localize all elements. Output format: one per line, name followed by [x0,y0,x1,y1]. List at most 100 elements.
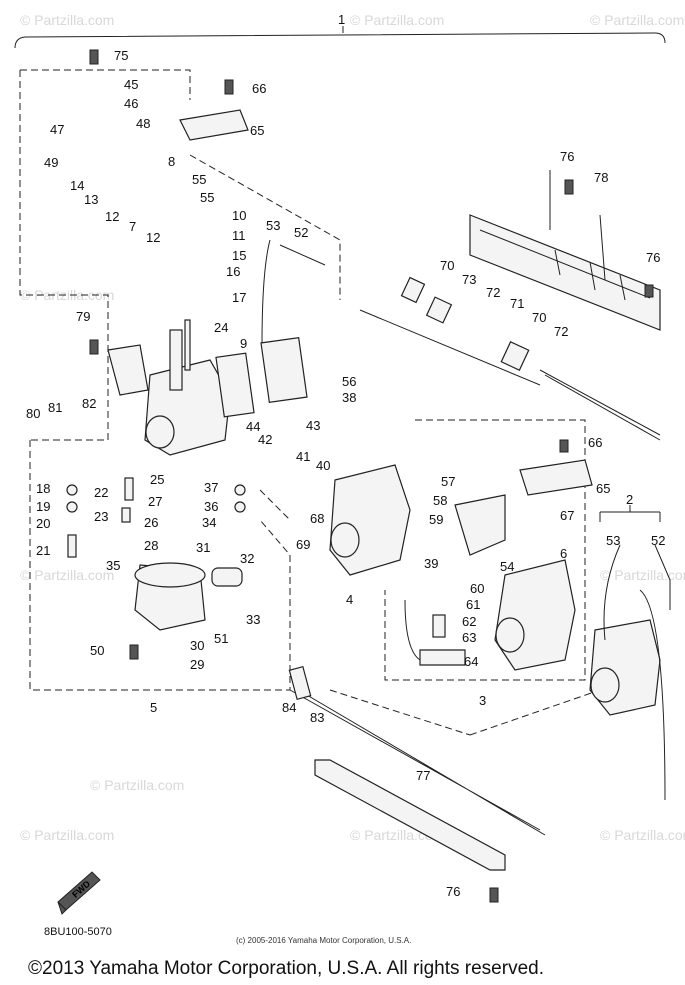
watermark: © Partzilla.com [20,567,114,583]
gasket [215,352,255,418]
part-label: 21 [36,543,50,558]
part-label: 48 [136,116,150,131]
part-label: 30 [190,638,204,653]
vacuum-hose [261,239,271,346]
part-label: 12 [146,230,160,245]
part-label: 75 [114,48,128,63]
watermark: © Partzilla.com [20,12,114,28]
part-label: 45 [124,77,138,92]
part-label: 20 [36,516,50,531]
part-label: 51 [214,631,228,646]
part-label: 83 [310,710,324,725]
forward-direction-badge: FWD [57,871,101,915]
part-label: 19 [36,499,50,514]
part-label: 7 [129,219,136,234]
part-label: 76 [646,250,660,265]
o-ring [66,484,78,496]
part-label: 47 [50,122,64,137]
watermark: © Partzilla.com [600,567,685,583]
part-label: 52 [294,225,308,240]
leader-line [189,154,341,300]
part-label: 76 [560,149,574,164]
part-label: 38 [342,390,356,405]
part-label: 72 [554,324,568,339]
part-label: 34 [202,515,216,530]
part-label: 22 [94,485,108,500]
part-label: 33 [246,612,260,627]
part-label: 29 [190,657,204,672]
copyright-footer: ©2013 Yamaha Motor Corporation, U.S.A. A… [28,958,544,979]
part-label: 69 [296,537,310,552]
throttle-cable [404,599,421,661]
part-label: 44 [246,419,260,434]
part-label: 70 [532,310,546,325]
part-label: 37 [204,480,218,495]
carburetor-center [329,464,411,576]
part-label: 49 [44,155,58,170]
part-label: 17 [232,290,246,305]
part-label: 32 [240,551,254,566]
part-label: 57 [441,474,455,489]
watermark: © Partzilla.com [20,287,114,303]
part-label: 65 [596,481,610,496]
part-label: 53 [606,533,620,548]
part-label: 9 [240,336,247,351]
pilot-jet [67,534,77,558]
leader-line [259,489,291,521]
carburetor-right [494,559,576,671]
part-label: 25 [150,472,164,487]
spring [432,614,446,638]
part-label: 55 [200,190,214,205]
choke-plunger-set [359,276,541,386]
part-label: 3 [479,693,486,708]
part-label: 65 [250,123,264,138]
part-label: 53 [266,218,280,233]
part-label: 60 [470,581,484,596]
part-label: 81 [48,400,62,415]
screw [644,284,654,298]
part-label: 36 [204,499,218,514]
part-label: 1 [338,12,345,27]
assembly-bracket [14,32,666,49]
part-label: 66 [252,81,266,96]
part-label: 16 [226,264,240,279]
part-label: 46 [124,96,138,111]
part-label: 11 [232,228,246,243]
screw [89,339,99,355]
float [211,567,243,587]
linkage-rod [289,369,661,836]
bracket [107,344,149,396]
diaphragm-cover [260,336,308,404]
part-label: 77 [416,768,430,783]
part-label: 24 [214,320,228,335]
copyright-small: (c) 2005-2016 Yamaha Motor Corporation, … [236,936,411,945]
part-label: 26 [144,515,158,530]
watermark: © Partzilla.com [350,12,444,28]
float-bowl [134,562,206,631]
main-jet [121,507,131,523]
part-label: 43 [306,418,320,433]
part-label: 13 [84,192,98,207]
part-label: 6 [560,546,567,561]
part-label: 41 [296,449,310,464]
carburetor-left [144,329,231,456]
top-cap [179,109,249,141]
diagram-code: 8BU100-5070 [44,926,112,938]
vacuum-hose [279,244,326,266]
watermark: © Partzilla.com [90,777,184,793]
part-label: 28 [144,538,158,553]
part-label: 70 [440,258,454,273]
screw [129,644,139,660]
fuel-rail-assembly [469,170,661,331]
top-cap [519,459,593,496]
leader-line [469,689,601,736]
part-label: 52 [651,533,665,548]
screw [89,49,99,65]
part-label: 39 [424,556,438,571]
part-label: 56 [342,374,356,389]
part-label: 64 [464,654,478,669]
bracket-plate [314,759,506,871]
watermark: © Partzilla.com [590,12,684,28]
part-label: 50 [90,643,104,658]
part-label: 40 [316,458,330,473]
